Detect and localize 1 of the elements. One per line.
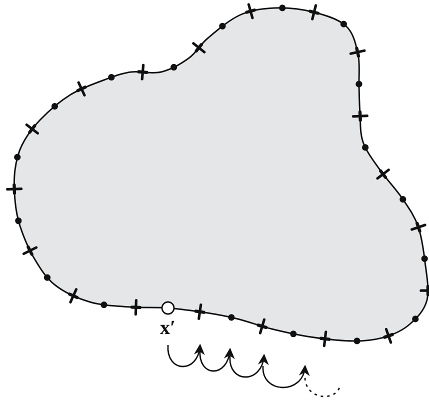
point-label: x′ <box>160 318 176 338</box>
